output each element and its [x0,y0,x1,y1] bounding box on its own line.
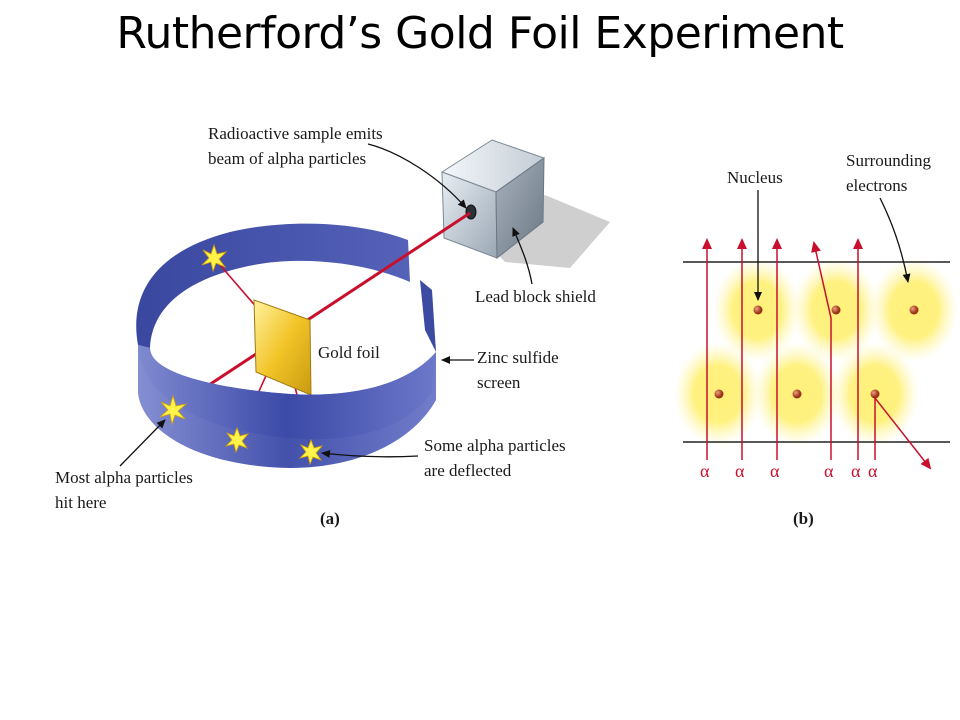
cube-aperture [465,204,477,220]
alpha-symbol: α [824,461,834,481]
electrons-label: Surrounding electrons [846,151,935,195]
screen-label: Zinc sulfide screen [477,348,563,392]
slide-title: Rutherford’s Gold Foil Experiment [116,8,844,59]
panel-b: α α α α α α Nucleus Surrounding electron… [674,151,958,528]
nucleus [870,389,880,399]
foil-label: Gold foil [318,343,380,362]
screen-back-right [420,280,436,352]
alpha-path-deflected [811,241,832,460]
hit-arrow [119,419,166,467]
lead-block-shield [440,139,546,260]
shield-arrow [512,227,533,285]
shield-label: Lead block shield [475,287,596,306]
nucleus [831,305,841,315]
nucleus-label: Nucleus [727,168,783,187]
zinc-sulfide-screen-front [138,345,436,468]
panel-a-label: (a) [320,509,340,528]
gold-foil [253,299,312,396]
nucleus [792,389,802,399]
electrons-arrow [879,197,911,283]
alpha-symbol: α [851,461,861,481]
alpha-symbol: α [868,461,878,481]
deflected-label: Some alpha particles are deflected [424,436,570,480]
source-label: Radioactive sample emits beam of alpha p… [208,124,387,168]
panel-b-label: (b) [793,509,814,528]
alpha-symbol: α [700,461,710,481]
flash-star [298,438,324,466]
flash-star [201,243,228,273]
alpha-symbol: α [735,461,745,481]
nucleus [909,305,919,315]
nucleus [714,389,724,399]
alpha-symbol: α [770,461,780,481]
flash-star [159,394,188,426]
hit-label: Most alpha particles hit here [55,468,197,512]
deflected-arrow [321,449,419,458]
nucleus [753,305,763,315]
cube-shadow [485,195,610,268]
screen-back [136,223,411,348]
alpha-beam [170,211,471,412]
flash-star [224,426,250,454]
panel-a: Radioactive sample emits beam of alpha p… [55,124,610,528]
alpha-path-deflected [874,395,932,470]
source-arrow [367,143,467,209]
